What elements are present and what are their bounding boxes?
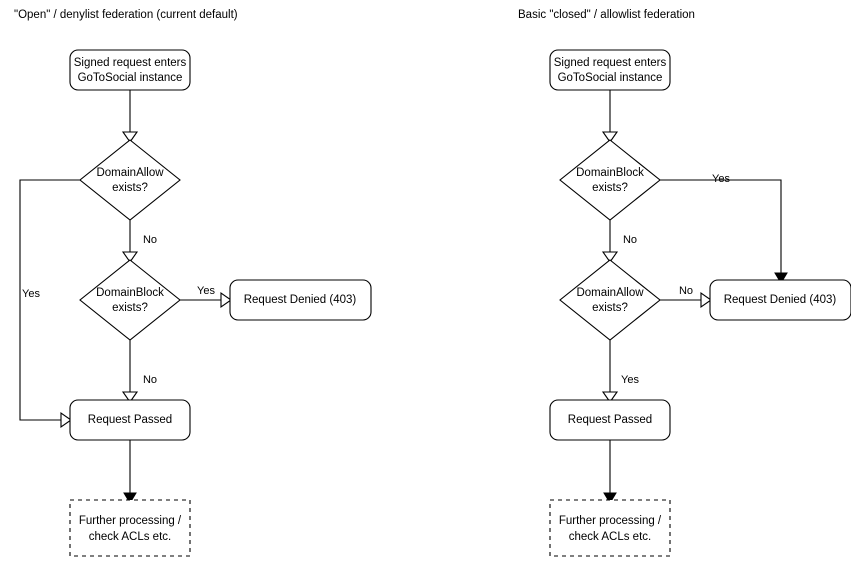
right-decision-domainallow-label-line2: exists? [592, 302, 628, 314]
arrowhead-solid-icon [774, 272, 788, 284]
right-request-denied-label: Request Denied (403) [724, 294, 837, 306]
left-request-denied-node[interactable]: Request Denied (403) [229, 279, 372, 321]
arrowhead-open-icon [601, 131, 619, 143]
right-edge-domainallow-yes: Yes [601, 340, 639, 403]
left-request-denied-label: Request Denied (403) [244, 294, 357, 306]
left-edge-label-domainblock-no: No [143, 374, 157, 386]
left-request-passed-label: Request Passed [88, 414, 172, 426]
right-further-processing-label-line1: Further processing / [559, 515, 662, 527]
left-further-processing-shape[interactable] [69, 499, 191, 557]
right-decision-domainallow-shape[interactable] [559, 259, 661, 341]
left-edge-domainblock-yes: Yes [180, 285, 232, 309]
right-further-processing-node[interactable]: Further processing / check ACLs etc. [549, 499, 671, 557]
left-further-processing-label-line2: check ACLs etc. [89, 531, 171, 543]
right-request-denied-shape[interactable] [709, 279, 851, 321]
arrowhead-solid-icon [603, 492, 617, 504]
right-edge-label-domainblock-yes: Yes [712, 173, 730, 185]
right-decision-domainallow-label-line1: DomainAllow [576, 287, 644, 299]
panel-right: Basic "closed" / allowlist federation Si… [518, 9, 851, 557]
right-decision-domainallow[interactable]: DomainAllow exists? [559, 259, 661, 341]
left-edge-domainallow-no: No [121, 220, 157, 263]
left-request-passed-node[interactable]: Request Passed [69, 399, 191, 441]
right-edge-domainblock-yes: Yes [660, 173, 788, 284]
left-decision-domainblock-shape[interactable] [79, 259, 181, 341]
left-edge-label-domainblock-yes: Yes [197, 285, 215, 297]
right-start-node[interactable]: Signed request enters GoToSocial instanc… [549, 49, 671, 91]
left-further-processing-node[interactable]: Further processing / check ACLs etc. [69, 499, 191, 557]
left-edge-domainblock-no: No [121, 340, 157, 403]
arrowhead-solid-icon [123, 492, 137, 504]
right-request-passed-node[interactable]: Request Passed [549, 399, 671, 441]
arrowhead-open-icon [121, 251, 139, 263]
right-edge-domainallow-no: No [660, 285, 712, 309]
panel-left-title: "Open" / denylist federation (current de… [14, 9, 238, 21]
right-further-processing-label-line2: check ACLs etc. [569, 531, 651, 543]
left-decision-domainblock-label-line1: DomainBlock [96, 287, 164, 299]
right-edge-label-domainallow-no: No [679, 285, 693, 297]
right-start-label-line2: GoToSocial instance [558, 72, 663, 84]
right-edge-passed-to-further [603, 440, 617, 504]
right-edge-domainblock-no: No [601, 220, 637, 263]
left-decision-domainallow[interactable]: DomainAllow exists? [79, 139, 181, 221]
arrowhead-open-icon [121, 131, 139, 143]
panel-right-title: Basic "closed" / allowlist federation [518, 9, 695, 21]
left-decision-domainblock[interactable]: DomainBlock exists? [79, 259, 181, 341]
right-further-processing-shape[interactable] [549, 499, 671, 557]
arrowhead-open-icon [601, 251, 619, 263]
left-edge-passed-to-further [123, 440, 137, 504]
right-start-label-line1: Signed request enters [554, 57, 667, 69]
left-request-denied-shape[interactable] [229, 279, 372, 321]
arrowhead-open-icon [700, 291, 712, 309]
right-decision-domainblock-shape[interactable] [559, 139, 661, 221]
arrowhead-open-icon [220, 291, 232, 309]
left-further-processing-label-line1: Further processing / [79, 515, 182, 527]
left-decision-domainblock-label-line2: exists? [112, 302, 148, 314]
arrowhead-open-icon [121, 391, 139, 403]
left-start-node[interactable]: Signed request enters GoToSocial instanc… [69, 49, 191, 91]
right-decision-domainblock-label-line2: exists? [592, 182, 628, 194]
right-decision-domainblock-label-line1: DomainBlock [576, 167, 644, 179]
right-edge-label-domainallow-yes: Yes [621, 374, 639, 386]
right-decision-domainblock[interactable]: DomainBlock exists? [559, 139, 661, 221]
left-edge-label-domainallow-no: No [143, 234, 157, 246]
right-request-denied-node[interactable]: Request Denied (403) [709, 279, 851, 321]
left-decision-domainallow-shape[interactable] [79, 139, 181, 221]
right-request-passed-label: Request Passed [568, 414, 652, 426]
right-edge-start-to-domainblock [601, 90, 619, 143]
left-edge-start-to-domainallow [121, 90, 139, 143]
left-decision-domainallow-label-line2: exists? [112, 182, 148, 194]
left-start-label-line1: Signed request enters [74, 57, 187, 69]
left-start-label-line2: GoToSocial instance [78, 72, 183, 84]
panel-left: "Open" / denylist federation (current de… [14, 9, 372, 557]
left-edge-domainallow-yes: Yes [19, 179, 80, 429]
arrowhead-open-icon [601, 391, 619, 403]
arrowhead-open-icon [60, 411, 72, 429]
left-decision-domainallow-label-line1: DomainAllow [96, 167, 164, 179]
left-edge-label-domainallow-yes: Yes [22, 288, 40, 300]
right-edge-label-domainblock-no: No [623, 234, 637, 246]
